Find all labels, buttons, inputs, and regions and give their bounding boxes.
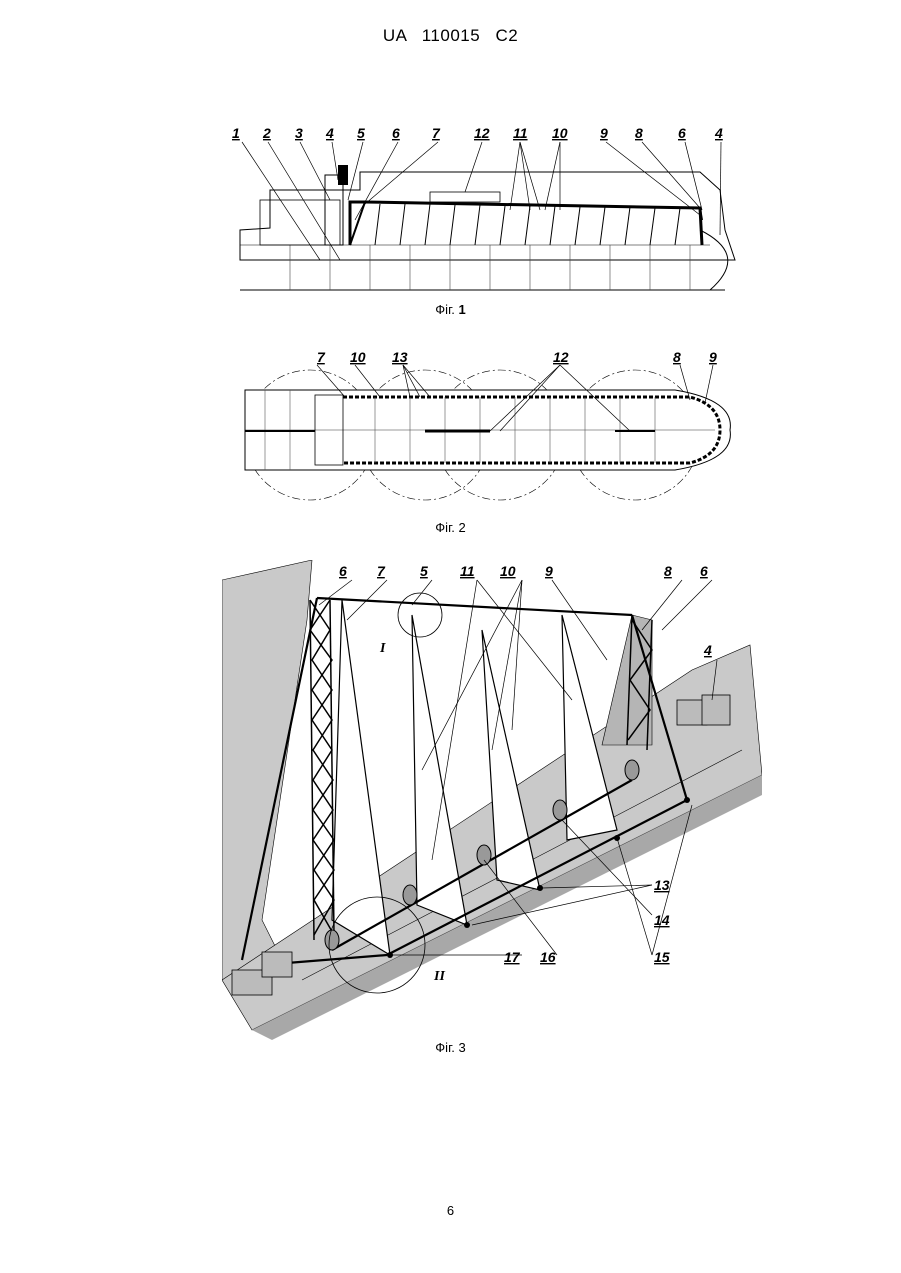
fig3-label: 17: [504, 949, 521, 965]
fig1-label: 4: [714, 125, 723, 141]
fig1-label: 8: [635, 125, 643, 141]
fig1-label: 6: [392, 125, 400, 141]
detail-mark-ii: II: [433, 969, 445, 984]
fig3-label: 5: [420, 563, 428, 579]
fig3-label: 6: [700, 563, 708, 579]
fig3-label: 11: [460, 563, 475, 579]
fig1-label: 1: [232, 125, 240, 141]
figure-1-labels: 1 2 3 4 5 6 7 12 11 10 9 8 6 4: [232, 125, 723, 141]
fig3-label: 16: [540, 949, 556, 965]
fig1-label: 3: [295, 125, 303, 141]
fig3-label: 9: [545, 563, 553, 579]
fig1-label: 4: [325, 125, 334, 141]
fig3-label: 7: [377, 563, 386, 579]
fig3-label: 15: [654, 949, 670, 965]
patent-kind: C2: [495, 26, 518, 45]
fig2-label: 13: [392, 349, 408, 365]
fig3-label: 14: [654, 912, 670, 928]
fig2-label: 12: [553, 349, 569, 365]
fig2-label: 10: [350, 349, 366, 365]
fig2-label: 8: [673, 349, 681, 365]
figure-1-caption: Фіг. 1: [0, 302, 901, 317]
figure-2-caption: Фіг. 2: [0, 520, 901, 535]
patent-number: 110015: [422, 26, 480, 45]
figure-3-caption: Фіг. 3: [0, 1040, 901, 1055]
fig1-label: 11: [513, 125, 528, 141]
detail-mark-i: I: [379, 641, 386, 656]
fig1-label: 10: [552, 125, 568, 141]
fig1-label: 12: [474, 125, 490, 141]
fig3-label: 4: [703, 642, 712, 658]
figure-2-drawing: 7 10 13 12 8 9: [235, 345, 745, 505]
fig3-label: 10: [500, 563, 516, 579]
figure-3-drawing: 6 7 5 11 10 9 8 6 4 13 14 15 17 16 I II: [222, 560, 762, 1040]
fig2-label: 9: [709, 349, 717, 365]
figure-1-drawing: 1 2 3 4 5 6 7 12 11 10 9 8 6 4: [230, 120, 750, 300]
page-number: 6: [0, 1203, 901, 1218]
fig1-label: 7: [432, 125, 441, 141]
fig1-label: 5: [357, 125, 365, 141]
fig3-label: 13: [654, 877, 670, 893]
fig2-label: 7: [317, 349, 326, 365]
fig1-label: 2: [262, 125, 271, 141]
fig3-label: 8: [664, 563, 672, 579]
fig1-label: 9: [600, 125, 608, 141]
fig1-label: 6: [678, 125, 686, 141]
patent-country: UA: [383, 26, 407, 45]
fig3-label: 6: [339, 563, 347, 579]
patent-header: UA 110015 C2: [0, 26, 901, 46]
